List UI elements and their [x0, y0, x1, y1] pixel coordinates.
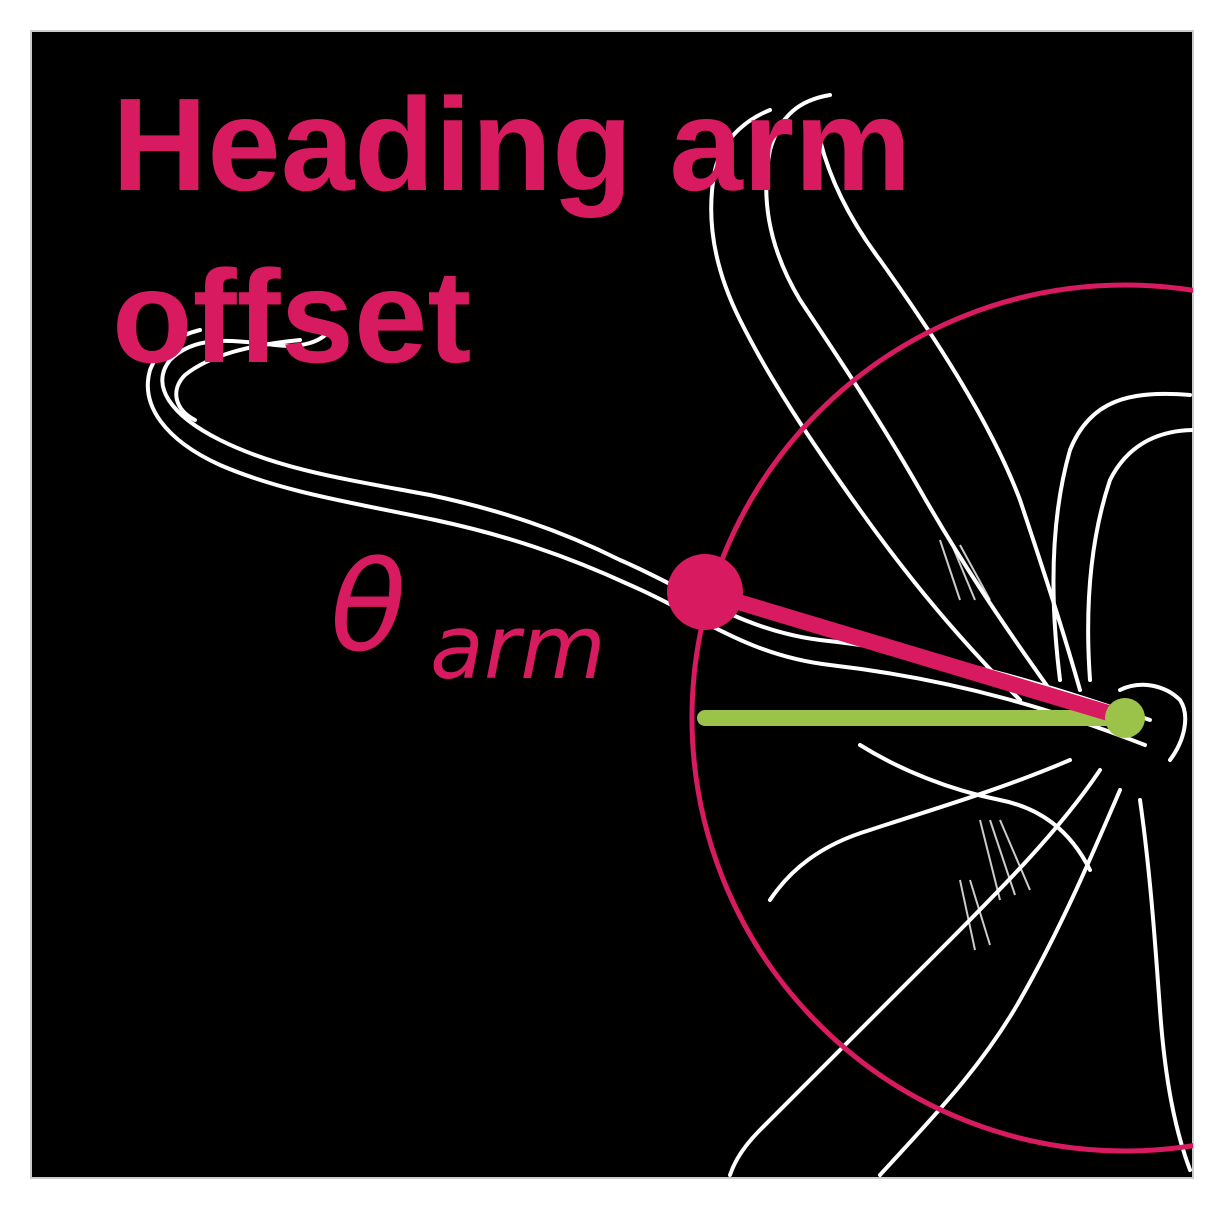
arm-outline-upper-a	[764, 93, 1052, 692]
theta-subscript: arm	[430, 596, 606, 699]
arm-joint-dot-icon	[667, 554, 743, 630]
arm-outline-lower-a	[728, 768, 1102, 1177]
arm-vector-line	[697, 584, 1133, 726]
web-outline	[858, 743, 1092, 872]
figure-title-line2: offset	[112, 243, 471, 390]
arm-outline-right-upper	[1051, 391, 1192, 682]
mantle-outline	[1118, 682, 1188, 762]
body-origin-dot-icon	[1105, 698, 1145, 738]
arm-outline-left-lower	[145, 328, 1147, 747]
arm-outline-upper-b	[709, 108, 1022, 702]
theta-symbol: θ	[330, 535, 406, 680]
web-hatching	[939, 539, 1031, 951]
arm-outline-lower-b	[878, 788, 1122, 1177]
arm-outline-upper-c	[818, 138, 1082, 692]
arm-outline-top-left-curl	[174, 338, 302, 422]
arm-radius-circle	[689, 282, 1193, 1154]
arm-outline-right-lower	[1086, 428, 1193, 682]
arm-outline-lower-c	[1138, 798, 1192, 1172]
arm-outline-lower-d	[768, 758, 1072, 902]
image-panel	[30, 30, 1194, 1179]
figure-title-line1: Heading arm	[112, 71, 912, 218]
